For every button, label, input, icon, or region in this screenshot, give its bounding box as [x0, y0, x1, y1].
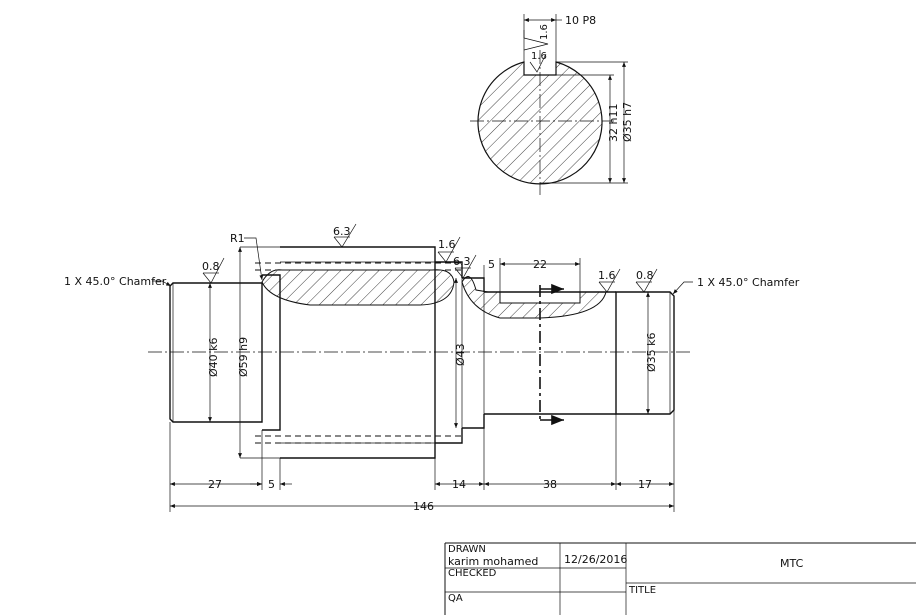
shaft-view: R1 1 X 45.0° Chamfer 1 X 45.0° Chamfer 0…	[64, 223, 800, 513]
keyway-width-label: 10 P8	[565, 14, 596, 27]
roughness-bearing-right: 1.6	[598, 268, 621, 293]
key-offset-label: 5	[488, 258, 495, 271]
total-length-label: 146	[413, 500, 434, 513]
roughness-groove-right: 6.3	[453, 254, 477, 279]
radius-label: R1	[230, 232, 245, 245]
qa-label: QA	[448, 593, 463, 604]
roughness-groove-left: 1.6	[437, 236, 461, 263]
diameter-59-label: Ø59 h9	[237, 337, 250, 377]
svg-text:6.3: 6.3	[453, 255, 471, 268]
company-name: MTC	[780, 557, 804, 570]
diameter-35-label: Ø35 k6	[645, 332, 658, 372]
svg-text:6.3: 6.3	[333, 225, 351, 238]
drawn-date: 12/26/2016	[564, 553, 627, 566]
diameter-43-label: Ø43	[454, 343, 467, 366]
length-14-label: 14	[452, 478, 466, 491]
section-diameter-label: Ø35 h7	[621, 102, 634, 142]
length-17-label: 17	[638, 478, 652, 491]
shaft-hatch-key	[461, 276, 607, 319]
length-27-label: 27	[208, 478, 222, 491]
right-chamfer-label: 1 X 45.0° Chamfer	[697, 276, 800, 289]
title-block: DRAWN karim mohamed 12/26/2016 CHECKED Q…	[444, 542, 916, 615]
svg-text:0.8: 0.8	[202, 260, 220, 273]
title-label: TITLE	[628, 585, 656, 596]
svg-text:0.8: 0.8	[636, 269, 654, 282]
section-view: 10 P8 1.6 1.6 32 h11 Ø35 h7	[470, 14, 634, 195]
roughness-right-end: 0.8	[635, 268, 658, 293]
roughness-collar-top: 6.3	[333, 223, 357, 248]
drawn-name: karim mohamed	[448, 555, 538, 568]
svg-text:1.6: 1.6	[598, 269, 616, 282]
key-length-label: 22	[533, 258, 547, 271]
shaft-hatch-collar	[261, 269, 455, 306]
length-5-left-label: 5	[268, 478, 275, 491]
drawn-label: DRAWN	[448, 544, 486, 555]
keyway-depth-label: 32 h11	[607, 104, 620, 142]
roughness-left-end: 0.8	[202, 257, 225, 284]
left-chamfer-label: 1 X 45.0° Chamfer	[64, 275, 167, 288]
svg-text:1.6: 1.6	[438, 238, 456, 251]
section-roughness-2: 1.6	[531, 51, 547, 62]
length-38-label: 38	[543, 478, 557, 491]
section-roughness-1: 1.6	[539, 24, 550, 40]
checked-label: CHECKED	[448, 568, 497, 579]
diameter-40-label: Ø40 k6	[207, 337, 220, 377]
